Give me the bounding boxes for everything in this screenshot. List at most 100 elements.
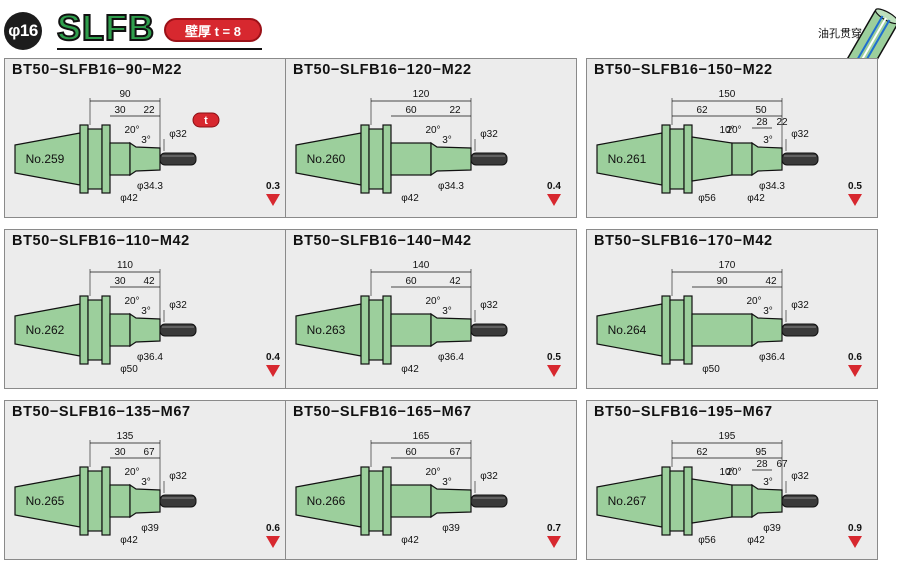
product-code: BT50−SLFB16−90−M22 <box>12 62 182 78</box>
flange-left <box>360 466 370 536</box>
product-code: BT50−SLFB16−140−M42 <box>293 233 472 249</box>
dim-total-length: 170 <box>719 260 736 271</box>
weight-arrow-icon <box>266 365 280 377</box>
body-step-42 <box>109 142 131 176</box>
flange-left <box>661 466 671 536</box>
weight-arrow-icon <box>848 365 862 377</box>
cutter-bar <box>470 152 508 166</box>
body-neck <box>129 312 161 348</box>
dim-c: 28 <box>756 117 768 128</box>
dim-angle-20: 20° <box>124 296 139 307</box>
dim-a: 90 <box>716 276 728 287</box>
dim-taper-3: 3° <box>763 477 773 488</box>
dim-bore: φ32 <box>169 300 187 311</box>
tool-number: No.263 <box>307 323 346 337</box>
product-code: BT50−SLFB16−135−M67 <box>12 404 191 420</box>
dim-bore: φ32 <box>480 300 498 311</box>
body-neck <box>430 141 472 177</box>
product-code: BT50−SLFB16−165−M67 <box>293 404 472 420</box>
dim-od2: φ42 <box>120 193 138 204</box>
body-neck <box>751 141 783 177</box>
dim-a: 30 <box>114 276 126 287</box>
page-header: φ16 SLFB 壁厚 t = 8 油孔贯穿 <box>0 0 900 80</box>
dim-total-length: 135 <box>117 431 134 442</box>
flange-right <box>382 295 392 365</box>
dim-a: 62 <box>696 447 708 458</box>
weight-value: 0.6 <box>266 523 280 534</box>
dim-taper-3: 3° <box>442 135 452 146</box>
body-neck <box>751 312 783 348</box>
dim-od3: φ56 <box>698 193 716 204</box>
tool-number: No.266 <box>307 494 346 508</box>
tool-number: No.267 <box>608 494 647 508</box>
dim-bore: φ32 <box>791 129 809 140</box>
weight-value: 0.3 <box>266 181 280 192</box>
flange-right <box>101 124 111 194</box>
product-code: BT50−SLFB16−110−M42 <box>12 233 190 249</box>
dim-bore: φ32 <box>480 129 498 140</box>
cutter-bar <box>781 152 819 166</box>
dim-od2: φ50 <box>120 364 138 375</box>
dim-angle-20: 20° <box>726 125 741 136</box>
flange-left <box>360 124 370 194</box>
tool-number: No.264 <box>608 323 647 337</box>
arrow-shape <box>547 365 561 377</box>
flange-groove <box>368 470 384 532</box>
header-underline <box>57 48 262 50</box>
wall-thickness-badge: 壁厚 t = 8 <box>164 18 262 42</box>
arrow-shape <box>266 194 280 206</box>
weight-value: 0.4 <box>266 352 280 363</box>
weight-arrow-icon <box>266 194 280 206</box>
cutter-bar <box>470 494 508 508</box>
flange-left <box>661 295 671 365</box>
dim-a: 30 <box>114 447 126 458</box>
dim-b: 67 <box>449 447 461 458</box>
flange-right <box>101 295 111 365</box>
flange-left <box>661 124 671 194</box>
tool-number: No.259 <box>26 152 65 166</box>
dim-od1: φ39 <box>442 523 460 534</box>
body-step-42 <box>390 484 432 518</box>
body-step-42 <box>390 142 432 176</box>
cutter-bar <box>781 494 819 508</box>
dim-od2: φ42 <box>401 535 419 546</box>
dim-od1: φ36.4 <box>137 352 163 363</box>
dim-od3: φ56 <box>698 535 716 546</box>
weight-arrow-icon <box>266 536 280 548</box>
body-step-42 <box>390 313 432 347</box>
flange-right <box>683 124 693 194</box>
dim-angle-20: 20° <box>425 467 440 478</box>
t-badge-label: t <box>204 115 208 127</box>
arrow-shape <box>848 536 862 548</box>
cutter-bar <box>470 323 508 337</box>
dim-bore: φ32 <box>791 471 809 482</box>
dim-total-length: 165 <box>413 431 430 442</box>
weight-arrow-icon <box>547 536 561 548</box>
flange-left <box>79 295 89 365</box>
tool-number: No.261 <box>608 152 647 166</box>
dim-angle-20: 20° <box>124 467 139 478</box>
weight-value: 0.6 <box>848 352 862 363</box>
flange-groove <box>87 128 103 190</box>
dim-total-length: 90 <box>119 89 131 100</box>
body-step-42 <box>731 484 753 518</box>
t-badge <box>192 112 220 128</box>
dim-a: 60 <box>405 105 417 116</box>
cutter-bar <box>159 152 197 166</box>
dim-taper-3: 3° <box>442 477 452 488</box>
weight-value: 0.5 <box>547 352 561 363</box>
dim-od1: φ34.3 <box>438 181 464 192</box>
weight-arrow-icon <box>547 365 561 377</box>
flange-groove <box>368 128 384 190</box>
dim-a: 60 <box>405 447 417 458</box>
dim-od2: φ42 <box>120 535 138 546</box>
dim-od2: φ42 <box>747 193 765 204</box>
dim-taper-3: 3° <box>141 306 151 317</box>
weight-arrow-icon <box>547 194 561 206</box>
